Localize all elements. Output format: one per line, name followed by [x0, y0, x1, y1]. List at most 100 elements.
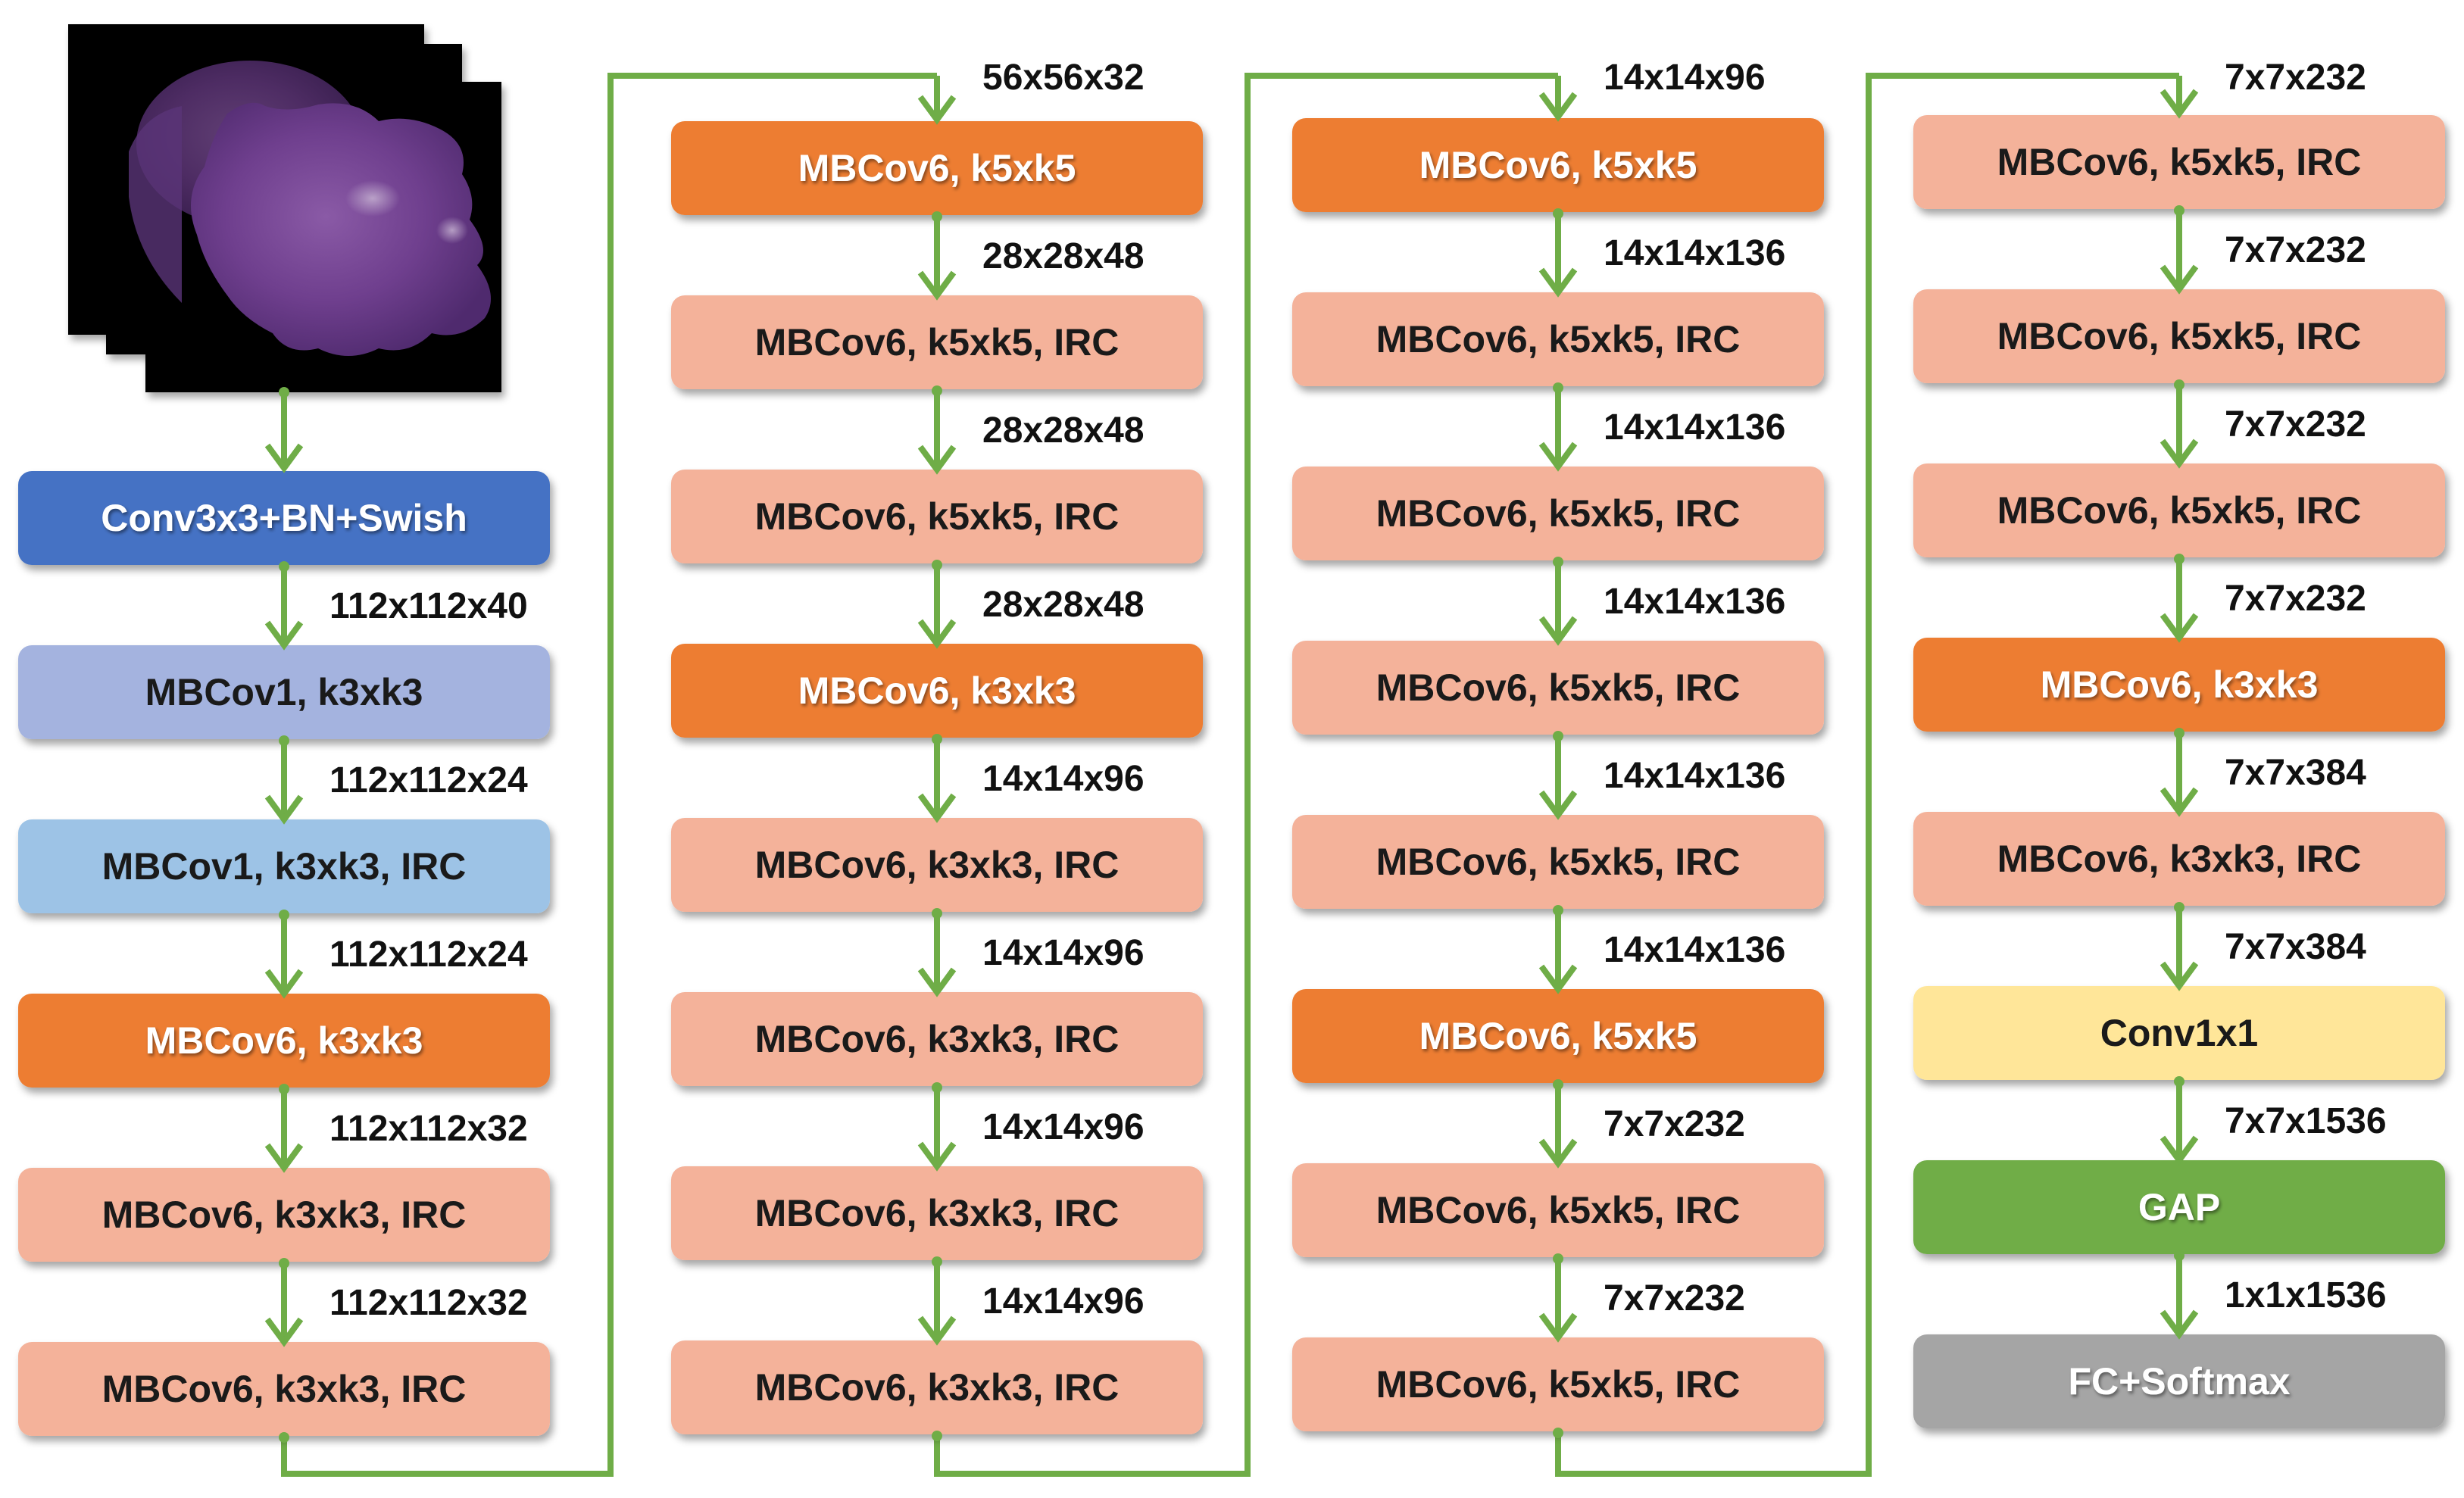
block-label: MBCov6, k3xk3, IRC	[755, 1018, 1120, 1060]
layer-block-mbconv6-irc: MBCov6, k3xk3, IRC	[18, 1342, 550, 1436]
block-label: MBCov6, k5xk5	[798, 147, 1076, 189]
layer-block-mbconv6-irc: MBCov6, k5xk5, IRC	[1913, 115, 2445, 209]
layer-block-mbconv6-irc: MBCov6, k5xk5, IRC	[1292, 292, 1824, 386]
block-shape	[671, 1340, 1203, 1434]
block-label: MBCov6, k5xk5, IRC	[755, 321, 1120, 364]
arrow-head	[264, 1143, 304, 1173]
block-shape	[1913, 289, 2445, 383]
layer-block-conv1x1: Conv1x1	[1913, 986, 2445, 1080]
block-shape	[1913, 986, 2445, 1080]
block-label: Conv1x1	[2100, 1012, 2258, 1054]
layer-block-mbconv6-main: MBCov6, k5xk5	[1292, 989, 1824, 1083]
block-label: MBCov6, k5xk5, IRC	[1376, 841, 1741, 883]
tensor-dimension-label: 14x14x96	[982, 1281, 1145, 1322]
tensor-dimension-label: 14x14x136	[1604, 233, 1785, 273]
block-shape	[18, 471, 550, 565]
layer-block-mbconv6-main: MBCov6, k3xk3	[1913, 638, 2445, 732]
tensor-dimension-label: 7x7x384	[2225, 753, 2366, 793]
block-label: MBCov6, k3xk3, IRC	[755, 1192, 1120, 1234]
block-shape	[671, 470, 1203, 563]
column-connector	[281, 73, 937, 1477]
layer-block-mbconv6-irc: MBCov6, k5xk5, IRC	[671, 295, 1203, 389]
tensor-dimension-label: 14x14x96	[1604, 58, 1766, 98]
arrow-head	[1538, 1138, 1578, 1169]
tensor-dimension-label: 112x112x32	[329, 1109, 528, 1149]
block-label: MBCov6, k5xk5	[1419, 144, 1697, 186]
arrow-head	[917, 1315, 957, 1346]
layer-block-mbconv6-irc: MBCov6, k5xk5, IRC	[671, 470, 1203, 563]
block-shape	[1292, 1337, 1824, 1431]
tensor-dimension-label: 14x14x96	[982, 1107, 1145, 1147]
block-label: MBCov1, k3xk3	[145, 671, 423, 713]
block-label: MBCov6, k3xk3, IRC	[755, 1366, 1120, 1409]
block-label: MBCov6, k3xk3, IRC	[1997, 838, 2362, 880]
layer-block-mbconv6-irc: MBCov6, k3xk3, IRC	[18, 1168, 550, 1262]
block-label: MBCov6, k5xk5, IRC	[1997, 141, 2362, 183]
layer-block-mbconv6-irc: MBCov6, k5xk5, IRC	[1292, 1163, 1824, 1257]
block-shape	[1292, 118, 1824, 212]
block-label: MBCov6, k5xk5, IRC	[755, 495, 1120, 538]
arrow-head	[2160, 89, 2199, 119]
block-shape	[18, 994, 550, 1088]
arrow-head	[2160, 1309, 2199, 1340]
layer-block-mbconv6-main: MBCov6, k3xk3	[671, 644, 1203, 738]
arrow-head	[2160, 787, 2199, 817]
dimension-labels: 112x112x40112x112x24112x112x24112x112x32…	[329, 58, 2387, 1323]
block-label: Conv3x3+BN+Swish	[101, 497, 467, 539]
block-label: MBCov6, k5xk5, IRC	[1997, 489, 2362, 532]
tensor-dimension-label: 28x28x48	[982, 236, 1145, 276]
arrow-head	[917, 967, 957, 997]
tensor-dimension-label: 14x14x136	[1604, 930, 1785, 970]
block-label: MBCov6, k3xk3	[145, 1019, 423, 1062]
block-shape	[18, 645, 550, 739]
block-shape	[18, 1342, 550, 1436]
tensor-dimension-label: 28x28x48	[982, 585, 1145, 625]
block-label: MBCov6, k5xk5, IRC	[1997, 315, 2362, 357]
arrow-layer	[264, 76, 2199, 1443]
layer-block-mbconv6-irc: MBCov6, k5xk5, IRC	[1292, 1337, 1824, 1431]
block-label: MBCov6, k5xk5, IRC	[1376, 1363, 1741, 1406]
block-shape	[1913, 812, 2445, 906]
layer-block-gap: GAP	[1913, 1160, 2445, 1254]
arrow-head	[1538, 964, 1578, 994]
column-connector	[1555, 73, 2179, 1477]
tensor-dimension-label: 14x14x136	[1604, 407, 1785, 448]
block-label: MBCov6, k5xk5, IRC	[1376, 492, 1741, 535]
block-label: MBCov6, k3xk3, IRC	[755, 844, 1120, 886]
tensor-dimension-label: 7x7x232	[2225, 579, 2366, 619]
layer-block-fc: FC+Softmax	[1913, 1334, 2445, 1428]
arrow-head	[2160, 1135, 2199, 1166]
arrow-head	[264, 794, 304, 825]
tensor-dimension-label: 14x14x136	[1604, 756, 1785, 796]
block-shape	[671, 1166, 1203, 1260]
block-label: GAP	[2138, 1186, 2220, 1228]
tensor-dimension-label: 14x14x96	[982, 933, 1145, 973]
tensor-dimension-label: 7x7x232	[1604, 1278, 1745, 1319]
tensor-dimension-label: 14x14x136	[1604, 582, 1785, 622]
block-label: MBCov6, k5xk5	[1419, 1015, 1697, 1057]
block-label: MBCov6, k3xk3	[2041, 663, 2319, 706]
block-label: MBCov1, k3xk3, IRC	[102, 845, 467, 888]
arrow-head	[917, 270, 957, 301]
tissue-highlight	[318, 174, 409, 235]
block-shape	[671, 992, 1203, 1086]
block-label: MBCov6, k5xk5, IRC	[1376, 666, 1741, 709]
layer-block-mbconv6-main: MBCov6, k5xk5	[1292, 118, 1824, 212]
tensor-dimension-label: 7x7x384	[2225, 927, 2366, 967]
column-connector	[934, 73, 1558, 1477]
arrow-head	[1538, 92, 1578, 122]
tensor-dimension-label: 1x1x1536	[2225, 1275, 2387, 1315]
block-shape	[18, 819, 550, 913]
block-shape	[18, 1168, 550, 1262]
layer-block-mbconv6-irc: MBCov6, k3xk3, IRC	[671, 818, 1203, 912]
arrow-head	[917, 619, 957, 649]
tensor-dimension-label: 7x7x232	[2225, 58, 2366, 98]
tensor-dimension-label: 7x7x1536	[2225, 1101, 2387, 1141]
arrow-head	[1538, 1312, 1578, 1343]
tensor-dimension-label: 112x112x24	[329, 935, 528, 975]
flow-connectors	[281, 73, 2179, 1477]
arrow-head	[917, 445, 957, 475]
layer-block-mbconv6-irc: MBCov6, k5xk5, IRC	[1292, 467, 1824, 560]
